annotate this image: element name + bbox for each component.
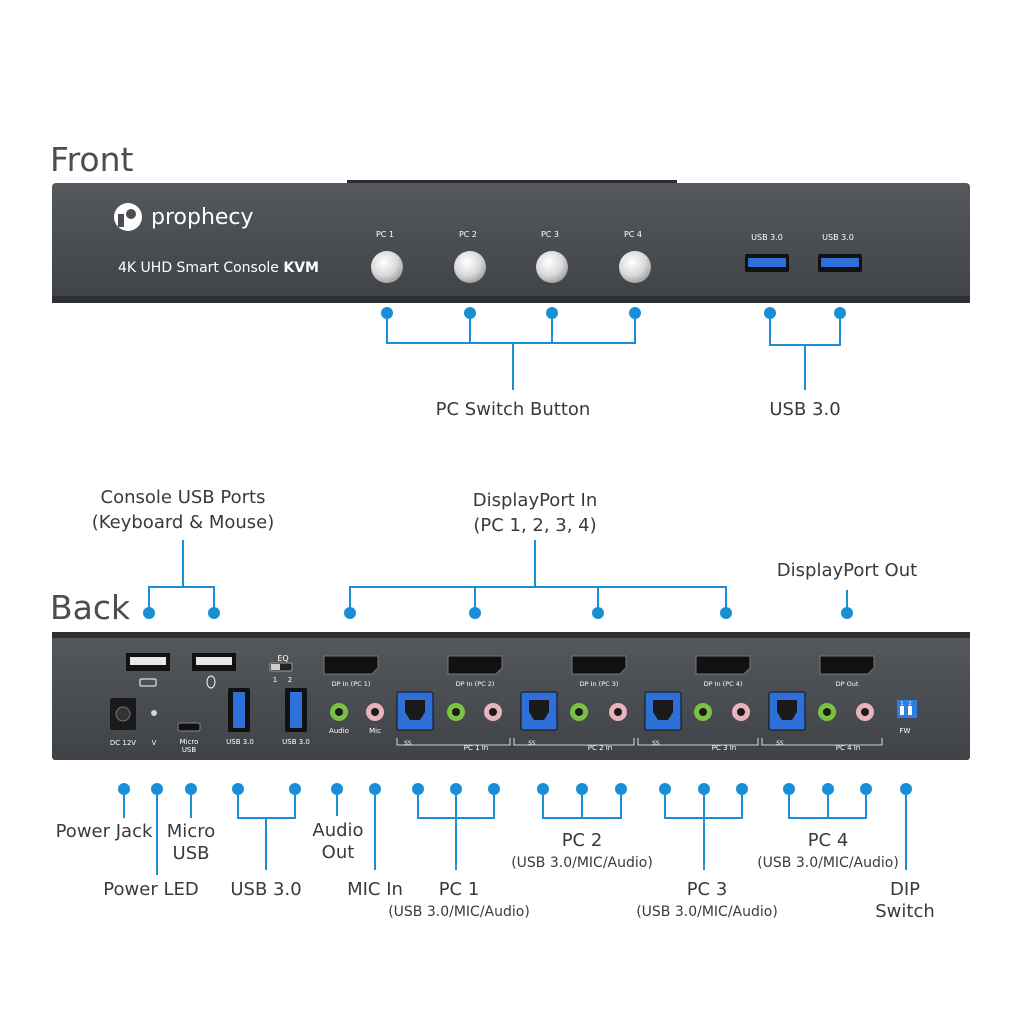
power-jack-label: Power Jack [55, 821, 153, 842]
svg-text:Audio: Audio [329, 727, 349, 735]
svg-text:USB 3.0: USB 3.0 [226, 738, 254, 746]
back-top-callout-dots [143, 607, 853, 619]
svg-text:PC 2 In: PC 2 In [588, 744, 613, 752]
v-label: V [152, 739, 157, 747]
power-led-label: Power LED [103, 879, 199, 900]
back-top-callout-lines [148, 540, 848, 613]
eq-switch[interactable]: EQ 1 2 [269, 654, 293, 684]
pc-button-label: PC 3 [541, 230, 559, 239]
svg-text:2: 2 [288, 676, 292, 684]
pc4-label: PC 4 (USB 3.0/MIC/Audio) [757, 830, 899, 871]
front-callout-dots [381, 307, 846, 319]
prophecy-logo-icon [114, 203, 142, 231]
pc-switch-button-label: PC Switch Button [435, 399, 591, 420]
pc3-label: PC 3 (USB 3.0/MIC/Audio) [636, 879, 778, 920]
audio-out-label: Audio Out [312, 820, 364, 863]
pc-button-1[interactable]: PC 1 [371, 230, 403, 283]
pc-button-4[interactable]: PC 4 [619, 230, 651, 283]
dip-switch-label: DIP Switch [875, 879, 935, 922]
back-usb30-label: USB 3.0 [230, 879, 302, 900]
pc-button-2[interactable]: PC 2 [454, 230, 486, 283]
back-usb30-port-1[interactable]: USB 3.0 [226, 688, 254, 746]
dp-in-port-pc4[interactable]: DP In (PC 4) [695, 655, 751, 688]
svg-text:DP In (PC 2): DP In (PC 2) [456, 680, 495, 688]
pc2-label: PC 2 (USB 3.0/MIC/Audio) [511, 830, 653, 871]
pc1-in-group: SS PC 1 In [396, 691, 511, 752]
svg-text:DP In (PC 1): DP In (PC 1) [332, 680, 371, 688]
pc-button-label: PC 4 [624, 230, 642, 239]
model-name: 4K UHD Smart Console KVM [118, 260, 319, 276]
svg-text:PC 4 In: PC 4 In [836, 744, 861, 752]
ss-logo: SS [528, 740, 536, 747]
svg-text:PC 1 In: PC 1 In [464, 744, 489, 752]
dp-in-port-pc1[interactable]: DP In (PC 1) [323, 655, 379, 688]
power-led [151, 710, 157, 716]
mic-in-label: MIC In [347, 879, 403, 900]
pc4-in-group: SS PC 4 In [761, 691, 883, 752]
svg-text:DP Out: DP Out [836, 680, 859, 688]
front-section-title: Front [50, 140, 134, 179]
dp-in-port-pc3[interactable]: DP In (PC 3) [571, 655, 627, 688]
back-bottom-callout-dots [118, 783, 912, 795]
svg-text:USB 3.0: USB 3.0 [282, 738, 310, 746]
keyboard-icon [139, 678, 157, 687]
usb-label: USB 3.0 [822, 233, 854, 242]
svg-text:Micro: Micro [180, 738, 199, 746]
svg-text:Mic: Mic [369, 727, 381, 735]
pc-button-3[interactable]: PC 3 [536, 230, 568, 283]
dc-label: DC 12V [110, 739, 136, 747]
usb-label: USB 3.0 [751, 233, 783, 242]
pc-button-label: PC 1 [376, 230, 394, 239]
svg-text:FW: FW [900, 727, 911, 735]
brand-name: prophecy [151, 205, 254, 230]
svg-text:PC 3 In: PC 3 In [712, 744, 737, 752]
mic-in-jack[interactable]: Mic [366, 703, 384, 735]
svg-text:DP In (PC 3): DP In (PC 3) [580, 680, 619, 688]
svg-text:EQ: EQ [277, 654, 288, 663]
audio-out-jack[interactable]: Audio [329, 703, 349, 735]
console-usb-mouse-port[interactable] [192, 653, 236, 689]
micro-usb-label: Micro USB [166, 821, 216, 864]
ss-logo: SS [652, 740, 660, 747]
svg-text:1: 1 [273, 676, 277, 684]
micro-usb-port[interactable]: Micro USB [177, 722, 201, 754]
pc3-in-group: SS PC 3 In [637, 691, 759, 752]
pc2-in-group: SS PC 2 In [513, 691, 635, 752]
mouse-icon [206, 675, 216, 689]
ss-logo: SS [404, 740, 412, 747]
displayport-in-label: DisplayPort In (PC 1, 2, 3, 4) [472, 490, 598, 536]
front-usb30-label: USB 3.0 [769, 399, 841, 420]
front-panel: prophecy 4K UHD Smart Console KVM PC 1 P… [52, 180, 970, 303]
front-usb-port-1[interactable]: USB 3.0 [745, 233, 789, 272]
pc1-label: PC 1 (USB 3.0/MIC/Audio) [388, 879, 530, 920]
ss-logo: SS [776, 740, 784, 747]
front-usb-port-2[interactable]: USB 3.0 [818, 233, 862, 272]
console-usb-keyboard-port[interactable] [126, 653, 170, 687]
dp-out-port[interactable]: DP Out [819, 655, 875, 688]
displayport-out-label: DisplayPort Out [776, 560, 918, 581]
pc-button-label: PC 2 [459, 230, 477, 239]
back-panel: DC 12V V Micro USB [52, 632, 970, 760]
dp-in-port-pc2[interactable]: DP In (PC 2) [447, 655, 503, 688]
svg-text:DP In (PC 4): DP In (PC 4) [704, 680, 743, 688]
front-callout-lines [386, 313, 841, 390]
dc-power-jack[interactable]: DC 12V [110, 698, 136, 747]
back-section-title: Back [50, 588, 131, 627]
svg-text:1: 1 [900, 701, 903, 707]
svg-text:USB: USB [182, 746, 197, 754]
back-bottom-callout-lines [123, 789, 907, 875]
console-usb-ports-label: Console USB Ports (Keyboard & Mouse) [91, 487, 275, 533]
svg-text:2: 2 [908, 701, 911, 707]
dip-switch[interactable]: 1 2 FW [897, 700, 917, 735]
back-usb30-port-2[interactable]: USB 3.0 [282, 688, 310, 746]
